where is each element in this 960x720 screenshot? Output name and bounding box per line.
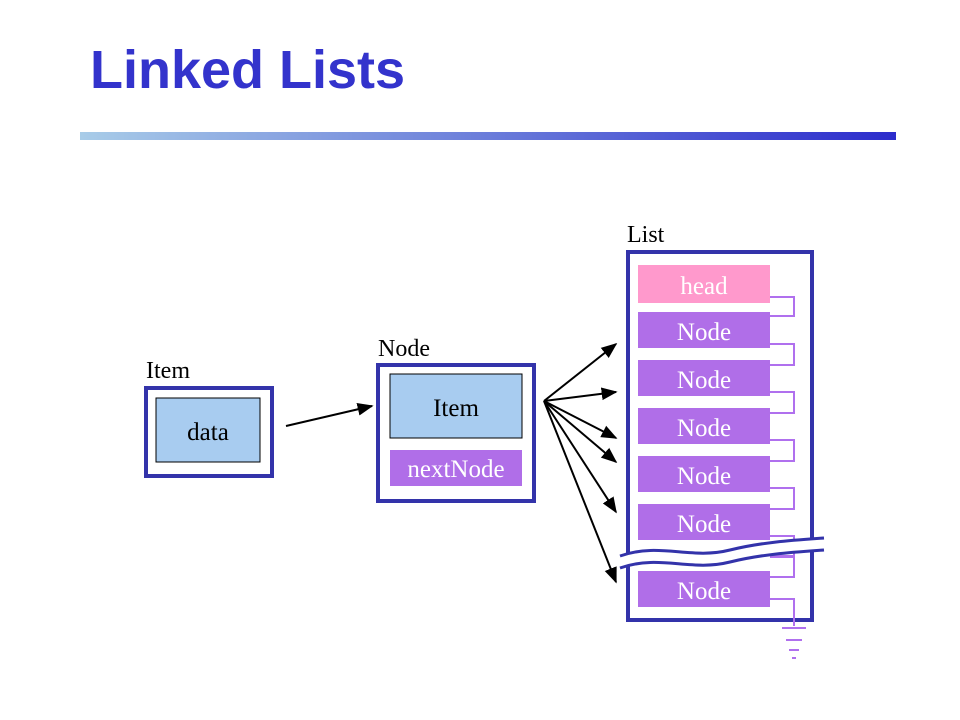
list-node-label-1: Node bbox=[677, 319, 731, 346]
list-node-label-6: Node bbox=[677, 578, 731, 605]
node-item-field bbox=[389, 373, 523, 439]
next-pointer-1 bbox=[770, 296, 795, 317]
list-node-label-4: Node bbox=[677, 463, 731, 490]
next-pointers bbox=[770, 296, 795, 626]
list-node-label-2: Node bbox=[677, 367, 731, 394]
node-next-label: nextNode bbox=[407, 456, 504, 483]
item-data-label: data bbox=[187, 419, 229, 446]
next-pointer-4 bbox=[770, 439, 795, 462]
list-node-6 bbox=[638, 571, 770, 607]
list-break-mark bbox=[616, 538, 827, 568]
next-pointer-last bbox=[770, 598, 795, 626]
list-break-line-top bbox=[619, 536, 825, 558]
fan-arrow-5 bbox=[543, 400, 617, 514]
next-pointer-2 bbox=[770, 343, 795, 366]
fan-arrow-1 bbox=[543, 343, 618, 402]
fan-arrow-3 bbox=[543, 400, 618, 439]
list-node-5 bbox=[638, 504, 770, 540]
fan-arrow-4 bbox=[543, 400, 618, 464]
list-break-line-bottom bbox=[619, 548, 825, 570]
list-label: List bbox=[627, 222, 665, 248]
null-ground-icon bbox=[782, 627, 806, 659]
list-node-label-3: Node bbox=[677, 415, 731, 442]
list-head-label: head bbox=[680, 273, 728, 300]
list-node-label-5: Node bbox=[677, 511, 731, 538]
node-label: Node bbox=[378, 336, 430, 362]
list-head-field bbox=[638, 265, 770, 303]
item-to-node-arrow bbox=[285, 403, 374, 427]
item-data-field bbox=[155, 397, 261, 463]
fan-arrow-2 bbox=[543, 387, 618, 402]
node-next-field bbox=[390, 450, 522, 486]
fan-arrow-6 bbox=[543, 400, 617, 584]
item-label: Item bbox=[146, 358, 190, 384]
node-item-label: Item bbox=[433, 395, 479, 422]
title-underline bbox=[80, 132, 896, 140]
node-to-list-arrows bbox=[543, 343, 618, 584]
next-pointer-3 bbox=[770, 391, 795, 414]
list-node-4 bbox=[638, 456, 770, 492]
list-node-1 bbox=[638, 312, 770, 348]
list-node-3 bbox=[638, 408, 770, 444]
slide-title: Linked Lists bbox=[90, 40, 406, 100]
next-pointer-5 bbox=[770, 487, 795, 510]
next-pointer-7 bbox=[770, 555, 795, 578]
list-node-2 bbox=[638, 360, 770, 396]
